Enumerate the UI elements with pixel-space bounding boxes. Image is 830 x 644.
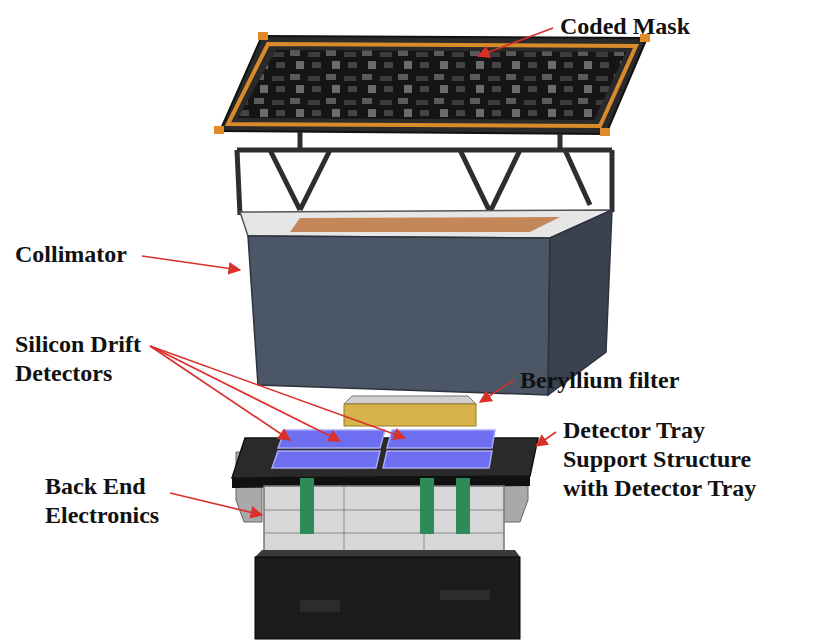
part-label: Back End Electronics	[45, 472, 195, 530]
collimator-frame	[237, 132, 612, 215]
part-label: Coded Mask	[560, 12, 690, 41]
part-label: Beryllium filter	[520, 366, 679, 395]
beryllium-filter	[344, 396, 476, 426]
coded-mask	[214, 32, 650, 136]
part-label: Silicon Drift Detectors	[15, 330, 185, 388]
base-housing	[255, 550, 520, 639]
back-end-electronics	[264, 478, 504, 556]
detector-tray	[232, 430, 538, 488]
leader-lines	[142, 28, 556, 515]
part-label: Detector Tray Support Structure with Det…	[563, 416, 793, 502]
part-label: Collimator	[15, 240, 127, 269]
